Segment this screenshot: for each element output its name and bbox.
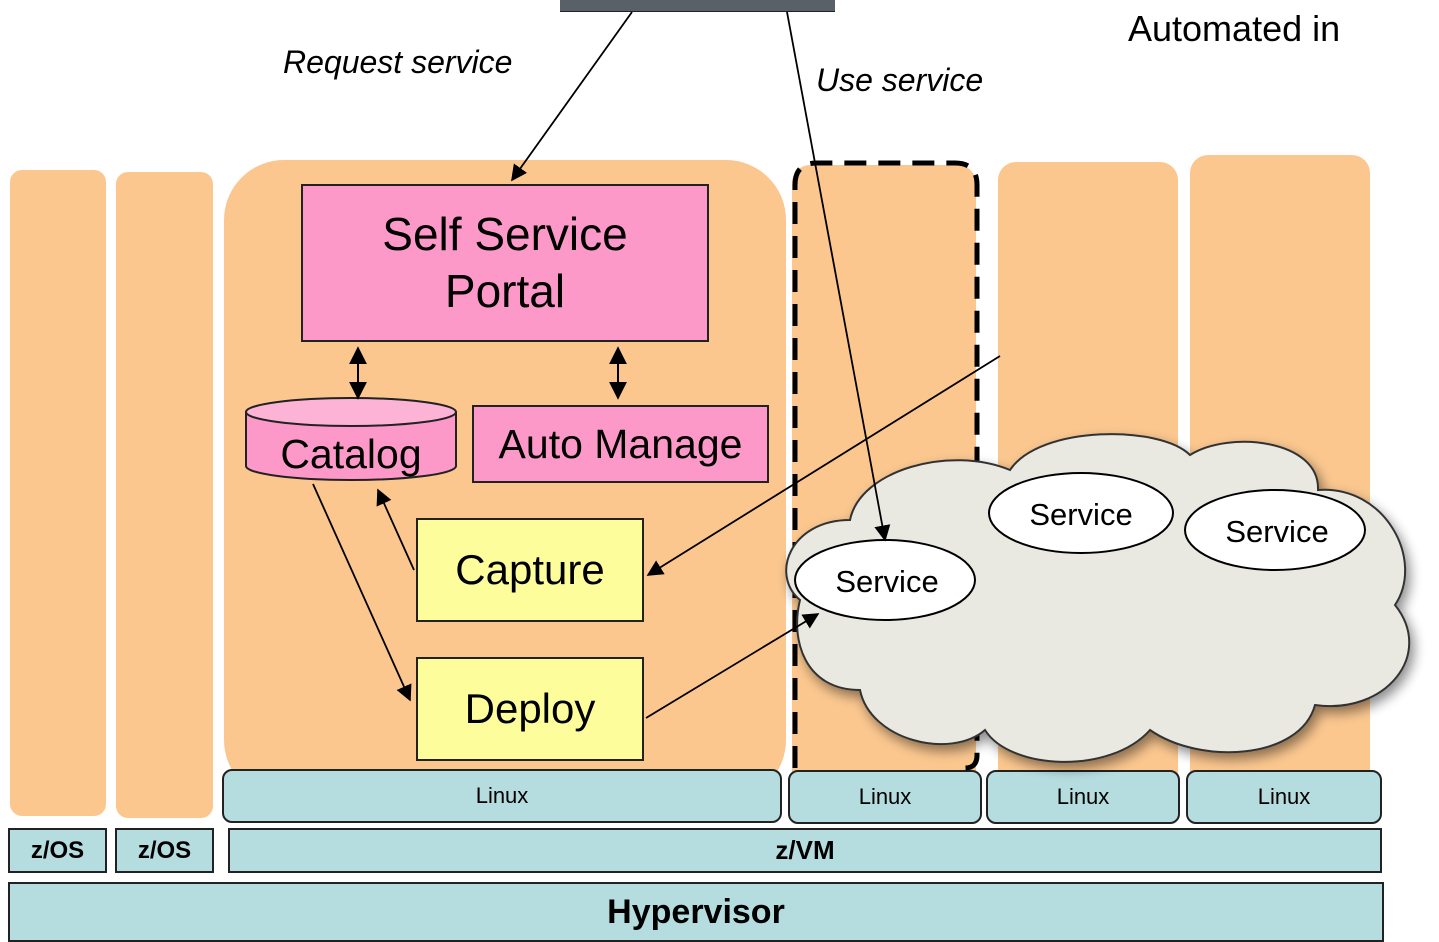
hypervisor-layer: Hypervisor <box>8 882 1384 942</box>
linux-label: Linux <box>1056 784 1110 809</box>
capture-box: Capture <box>416 518 644 622</box>
linux-label: Linux <box>1257 784 1311 809</box>
zos-label: z/OS <box>137 836 192 864</box>
deploy-label: Deploy <box>464 685 596 732</box>
linux-layer-guest-3: Linux <box>1186 770 1382 824</box>
zos-layer-2: z/OS <box>115 828 214 873</box>
catalog-deploy-arrow <box>312 483 412 702</box>
request-arrow <box>511 11 633 182</box>
service-label: Service <box>835 564 938 599</box>
zvm-layer: z/VM <box>228 828 1382 873</box>
hypervisor-label: Hypervisor <box>607 892 785 931</box>
self-service-portal: Self Service Portal <box>301 184 709 342</box>
user-image <box>560 0 835 12</box>
cloud-capture-arrow <box>646 355 1001 576</box>
linux-label: Linux <box>858 784 912 809</box>
catalog-cylinder <box>245 397 457 481</box>
portal-line-1: Self Service <box>382 207 628 260</box>
service-node-3 <box>1184 489 1366 571</box>
page-title: Automated in <box>1128 8 1341 49</box>
service-node-2 <box>988 472 1174 554</box>
deploy-cloud-arrow <box>645 613 820 719</box>
auto-manage-box: Auto Manage <box>472 405 769 483</box>
zvm-label: z/VM <box>775 835 835 865</box>
zos-label: z/OS <box>30 836 85 864</box>
service-label: Service <box>1029 497 1132 532</box>
selected-guest-outline <box>792 160 980 771</box>
linux-label: Linux <box>475 783 529 808</box>
catalog-label: Catalog <box>280 431 421 477</box>
request-service-label: Request service <box>283 44 513 80</box>
zos-lpar-1 <box>10 170 106 816</box>
capture-catalog-arrow <box>376 488 415 571</box>
capture-label: Capture <box>455 546 605 593</box>
linux-layer-management: Linux <box>222 769 782 823</box>
use-service-label: Use service <box>816 62 984 98</box>
deploy-box: Deploy <box>416 657 644 761</box>
zos-layer-1: z/OS <box>8 828 107 873</box>
zos-lpar-2 <box>116 172 213 818</box>
service-label: Service <box>1225 514 1328 549</box>
auto-manage-label: Auto Manage <box>498 420 743 467</box>
use-service-arrow <box>786 11 891 542</box>
linux-layer-guest-2: Linux <box>986 770 1180 824</box>
linux-layer-guest-1: Linux <box>788 770 982 824</box>
portal-line-2: Portal <box>444 265 566 317</box>
